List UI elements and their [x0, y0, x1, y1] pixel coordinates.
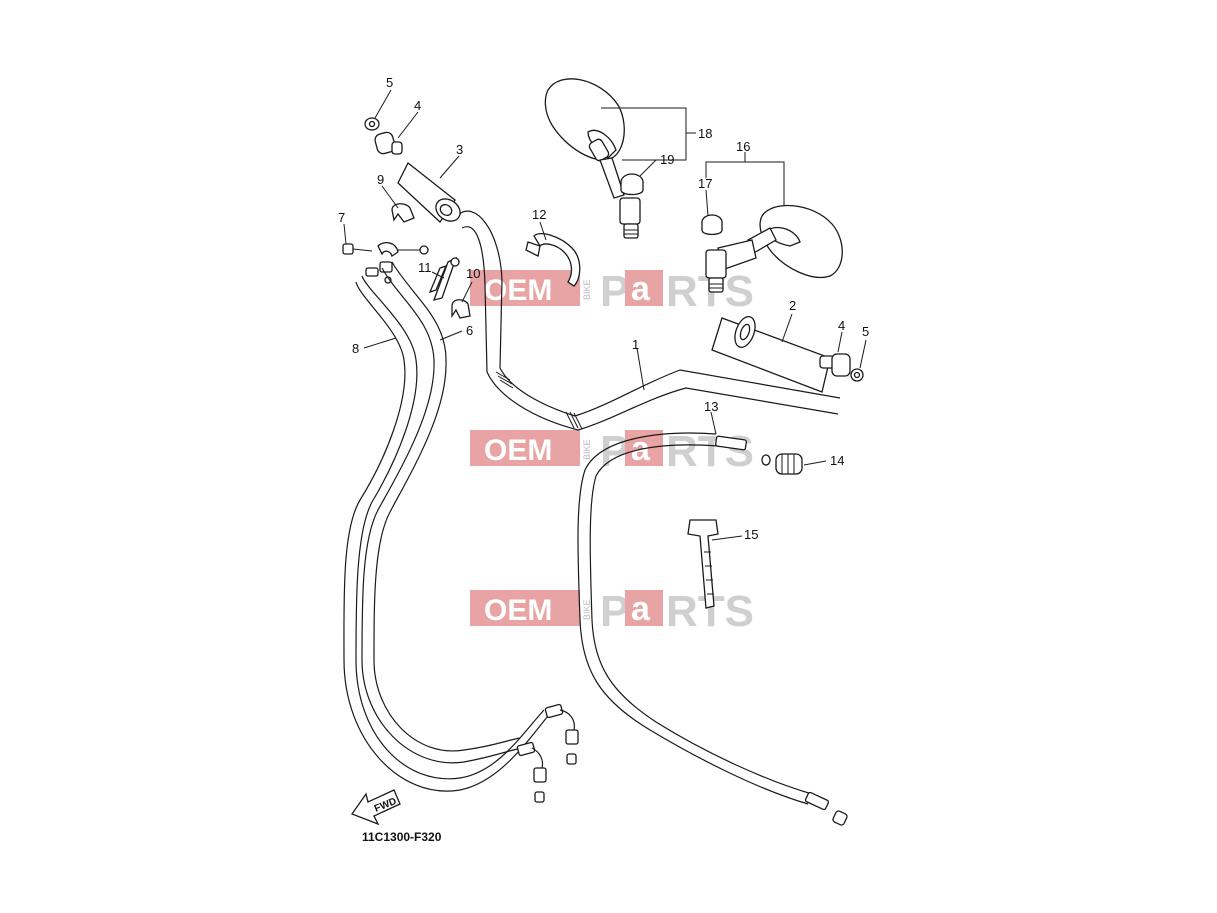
- callout-9: 9: [377, 172, 384, 187]
- callout-5-right: 5: [862, 324, 869, 339]
- callout-4-right: 4: [838, 318, 845, 333]
- cable-tie-15: [687, 519, 719, 609]
- adjuster-14: [761, 453, 803, 475]
- throttle-grip: [397, 161, 461, 223]
- svg-text:BIKE: BIKE: [582, 439, 592, 460]
- holder-11: [428, 256, 460, 301]
- svg-text:P: P: [600, 267, 629, 316]
- mirror-cap-left: [620, 173, 644, 196]
- holder-9: [391, 203, 415, 223]
- clamp-band: [525, 233, 581, 287]
- holder-10: [451, 299, 471, 319]
- svg-text:OEM: OEM: [484, 594, 552, 627]
- handlebar: [457, 210, 841, 431]
- callout-numbers: 1 2 3 4 4 5 5 6 7 8 9 10 11 12 13 14 15 …: [338, 75, 869, 542]
- callout-5-left: 5: [386, 75, 393, 90]
- svg-text:OEM: OEM: [484, 434, 552, 467]
- watermark-bottom: OEM BIKE P a RTS: [470, 587, 754, 636]
- handlebar-knurl-right: [565, 411, 583, 430]
- callout-8: 8: [352, 341, 359, 356]
- fwd-arrow-icon: FWD: [350, 789, 401, 826]
- callout-18: 18: [698, 126, 712, 141]
- cable-13: [577, 432, 848, 826]
- callout-15: 15: [744, 527, 758, 542]
- watermark-top: OEM BIKE P a RTS: [470, 267, 754, 316]
- callout-13: 13: [704, 399, 718, 414]
- callout-17: 17: [698, 176, 712, 191]
- bar-end-screw-right: [850, 368, 864, 382]
- callout-16: 16: [736, 139, 750, 154]
- callout-11: 11: [418, 260, 432, 275]
- svg-text:a: a: [631, 590, 651, 628]
- bar-end-screw-left: [364, 117, 380, 131]
- cable-ends-bottom: [516, 703, 579, 803]
- callout-2: 2: [789, 298, 796, 313]
- bolt-7: [342, 243, 373, 255]
- callout-12: 12: [532, 207, 546, 222]
- bar-end-weight-left: [374, 131, 403, 155]
- watermark-middle: OEM BIKE P a RTS: [470, 427, 754, 476]
- callout-3: 3: [456, 142, 463, 157]
- right-grip: [711, 316, 831, 393]
- throttle-cable-6: [361, 261, 523, 764]
- mirror-left: [544, 78, 641, 239]
- mirror-right: [705, 204, 843, 293]
- handlebar-knurl-left: [495, 371, 514, 389]
- callout-4-left: 4: [414, 98, 421, 113]
- callout-10: 10: [466, 266, 480, 281]
- svg-text:a: a: [631, 270, 651, 308]
- callout-1: 1: [632, 337, 639, 352]
- callout-6: 6: [466, 323, 473, 338]
- callout-7: 7: [338, 210, 345, 225]
- svg-text:P: P: [600, 587, 629, 636]
- callout-14: 14: [830, 453, 844, 468]
- svg-text:BIKE: BIKE: [582, 599, 592, 620]
- svg-text:BIKE: BIKE: [582, 279, 592, 300]
- svg-text:P: P: [600, 427, 629, 476]
- throttle-cable-8: [343, 275, 549, 792]
- diagram-code: 11C1300-F320: [362, 830, 442, 844]
- svg-text:RTS: RTS: [666, 427, 754, 476]
- svg-text:OEM: OEM: [484, 274, 552, 307]
- callout-19: 19: [660, 152, 674, 167]
- bar-end-weight-right: [819, 353, 851, 377]
- mirror-cap-right: [701, 214, 723, 236]
- leader-lines: [343, 89, 867, 541]
